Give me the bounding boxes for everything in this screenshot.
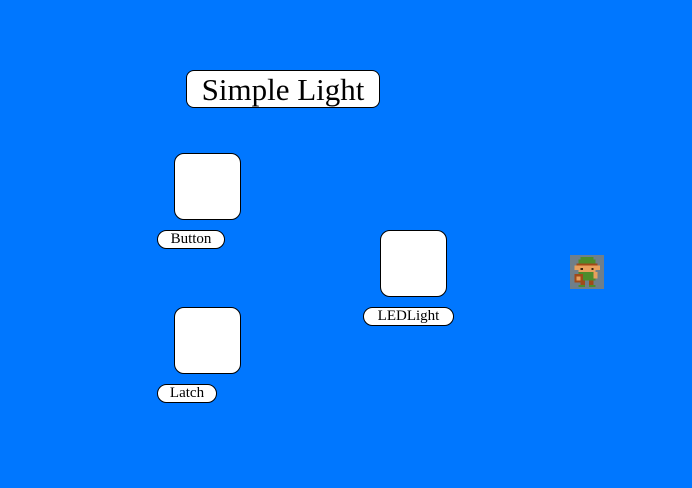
latch-component-label: Latch — [157, 384, 217, 403]
led-light-component-label: LEDLight — [363, 307, 454, 326]
button-component-label: Button — [157, 230, 225, 249]
pixel-character-icon[interactable] — [570, 255, 604, 289]
button-component-box[interactable] — [174, 153, 241, 220]
latch-component-box[interactable] — [174, 307, 241, 374]
page-title: Simple Light — [186, 70, 380, 108]
led-light-component-box[interactable] — [380, 230, 447, 297]
